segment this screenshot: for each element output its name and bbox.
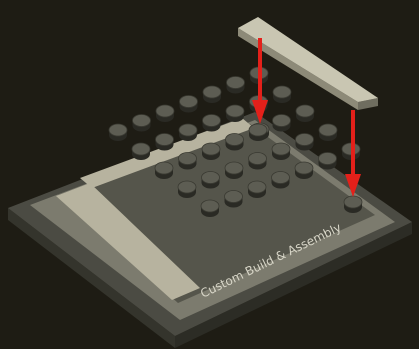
stud-top [225,162,243,174]
stud-top [156,134,174,146]
stud [133,115,151,132]
stud [296,105,314,122]
stud [225,191,243,208]
stud [295,162,313,179]
stud [272,172,290,189]
stud-top [227,77,245,89]
stud [319,124,337,141]
stud [272,143,290,160]
stud-top [155,162,173,174]
stud [227,77,245,94]
stud [202,143,220,160]
stud [132,143,150,160]
stud-top [133,115,151,127]
stud-top [249,124,267,136]
stud-top [249,153,267,165]
stud-top [203,115,221,127]
stud-top [203,86,221,98]
stud [249,153,267,170]
stud-top [273,115,291,127]
stud-top [272,143,290,155]
stud [201,200,219,217]
stud [273,115,291,132]
stud-top [156,105,174,117]
stud [178,181,196,198]
stud-top [178,181,196,193]
stud-top [248,181,266,193]
stud [109,124,127,141]
stud-top [180,96,198,108]
stud [344,196,362,213]
stud-top [132,143,150,155]
stud-top [226,134,244,146]
stud [156,134,174,151]
stud [202,172,220,189]
stud-top [272,172,290,184]
stud-top [109,124,127,136]
stud-top [179,124,197,136]
stud [296,134,314,151]
stud [179,124,197,141]
stud [226,134,244,151]
stud [203,86,221,103]
stud-top [179,153,197,165]
stud-top [319,153,337,165]
stud [273,86,291,103]
stud [226,105,244,122]
stud [248,181,266,198]
stud-top [344,196,362,208]
stud-top [201,200,219,212]
stud-top [273,86,291,98]
stud-top [295,162,313,174]
stud [225,162,243,179]
stud [155,162,173,179]
stud-top [226,105,244,117]
stud-top [225,191,243,203]
stud [249,124,267,141]
stud [203,115,221,132]
stud-top [296,105,314,117]
stud-top [296,134,314,146]
stud [319,153,337,170]
stud-top [202,143,220,155]
stud-top [319,124,337,136]
stud [179,153,197,170]
stud [156,105,174,122]
stud-top [202,172,220,184]
stud [180,96,198,113]
